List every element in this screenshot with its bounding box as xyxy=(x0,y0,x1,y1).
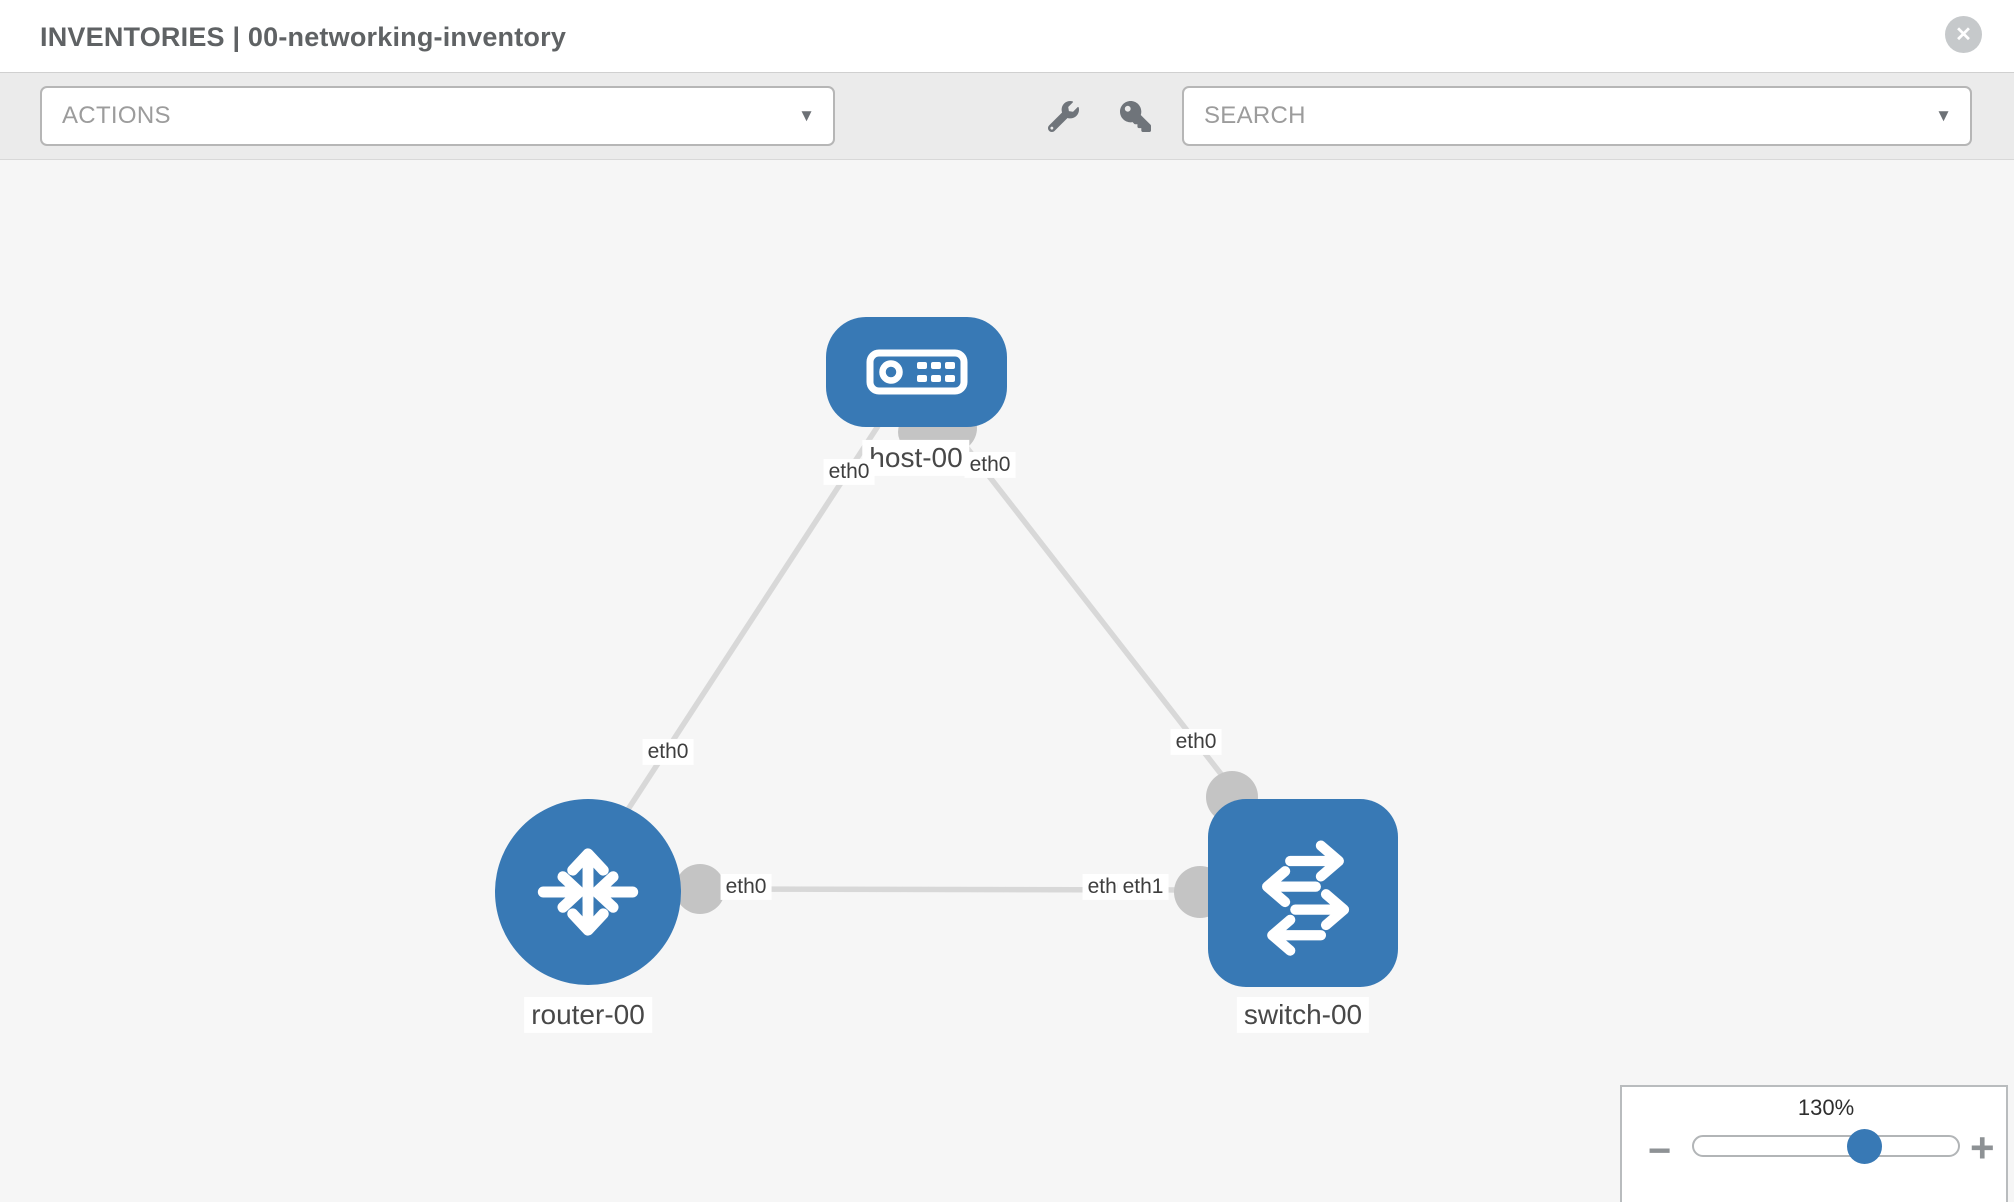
interface-label: eth0 xyxy=(720,873,772,901)
switch-icon xyxy=(1239,829,1367,957)
interface-label: eth1 xyxy=(1117,873,1169,901)
key-icon[interactable] xyxy=(1120,100,1151,132)
topology-canvas[interactable]: host-00 router-00 switch-00 eth0 eth0 et… xyxy=(0,160,2014,1202)
chevron-down-icon: ▼ xyxy=(798,106,815,125)
node-router-00[interactable] xyxy=(495,799,681,985)
zoom-panel: 130% − + xyxy=(1620,1085,2008,1202)
close-button[interactable]: ✕ xyxy=(1945,16,1982,53)
zoom-slider-thumb[interactable] xyxy=(1847,1129,1882,1164)
header: INVENTORIES | 00-networking-inventory ✕ xyxy=(0,0,2014,72)
search-dropdown[interactable]: SEARCH ▼ xyxy=(1182,86,1972,146)
actions-dropdown-label: ACTIONS xyxy=(62,102,171,129)
zoom-slider-track[interactable] xyxy=(1692,1135,1960,1157)
page-title: INVENTORIES | 00-networking-inventory xyxy=(40,22,567,52)
wrench-icon[interactable] xyxy=(1047,100,1079,132)
topology-links xyxy=(622,424,1238,893)
node-label-host: host-00 xyxy=(862,439,970,477)
interface-label: eth0 xyxy=(1170,728,1222,756)
chevron-down-icon: ▼ xyxy=(1935,106,1952,125)
interface-label: eth0 xyxy=(823,458,875,486)
node-label-router: router-00 xyxy=(524,996,652,1034)
host-icon xyxy=(865,348,969,396)
node-switch-00[interactable] xyxy=(1208,799,1398,987)
interface-label: eth0 xyxy=(642,738,694,766)
actions-dropdown[interactable]: ACTIONS ▼ xyxy=(40,86,835,146)
close-icon: ✕ xyxy=(1955,24,1972,46)
interface-label: eth0 xyxy=(964,451,1016,479)
zoom-in-button[interactable]: + xyxy=(1970,1124,1995,1171)
toolbar-icons xyxy=(1047,73,1151,159)
node-label-switch: switch-00 xyxy=(1236,996,1370,1034)
toolbar: ACTIONS ▼ SEARCH ▼ xyxy=(0,72,2014,160)
node-host-00[interactable] xyxy=(826,317,1007,427)
port-circle xyxy=(675,864,725,914)
zoom-level-label: 130% xyxy=(1797,1095,1855,1120)
router-icon xyxy=(528,832,648,952)
zoom-out-button[interactable]: − xyxy=(1648,1129,1672,1173)
search-dropdown-label: SEARCH xyxy=(1204,102,1306,129)
